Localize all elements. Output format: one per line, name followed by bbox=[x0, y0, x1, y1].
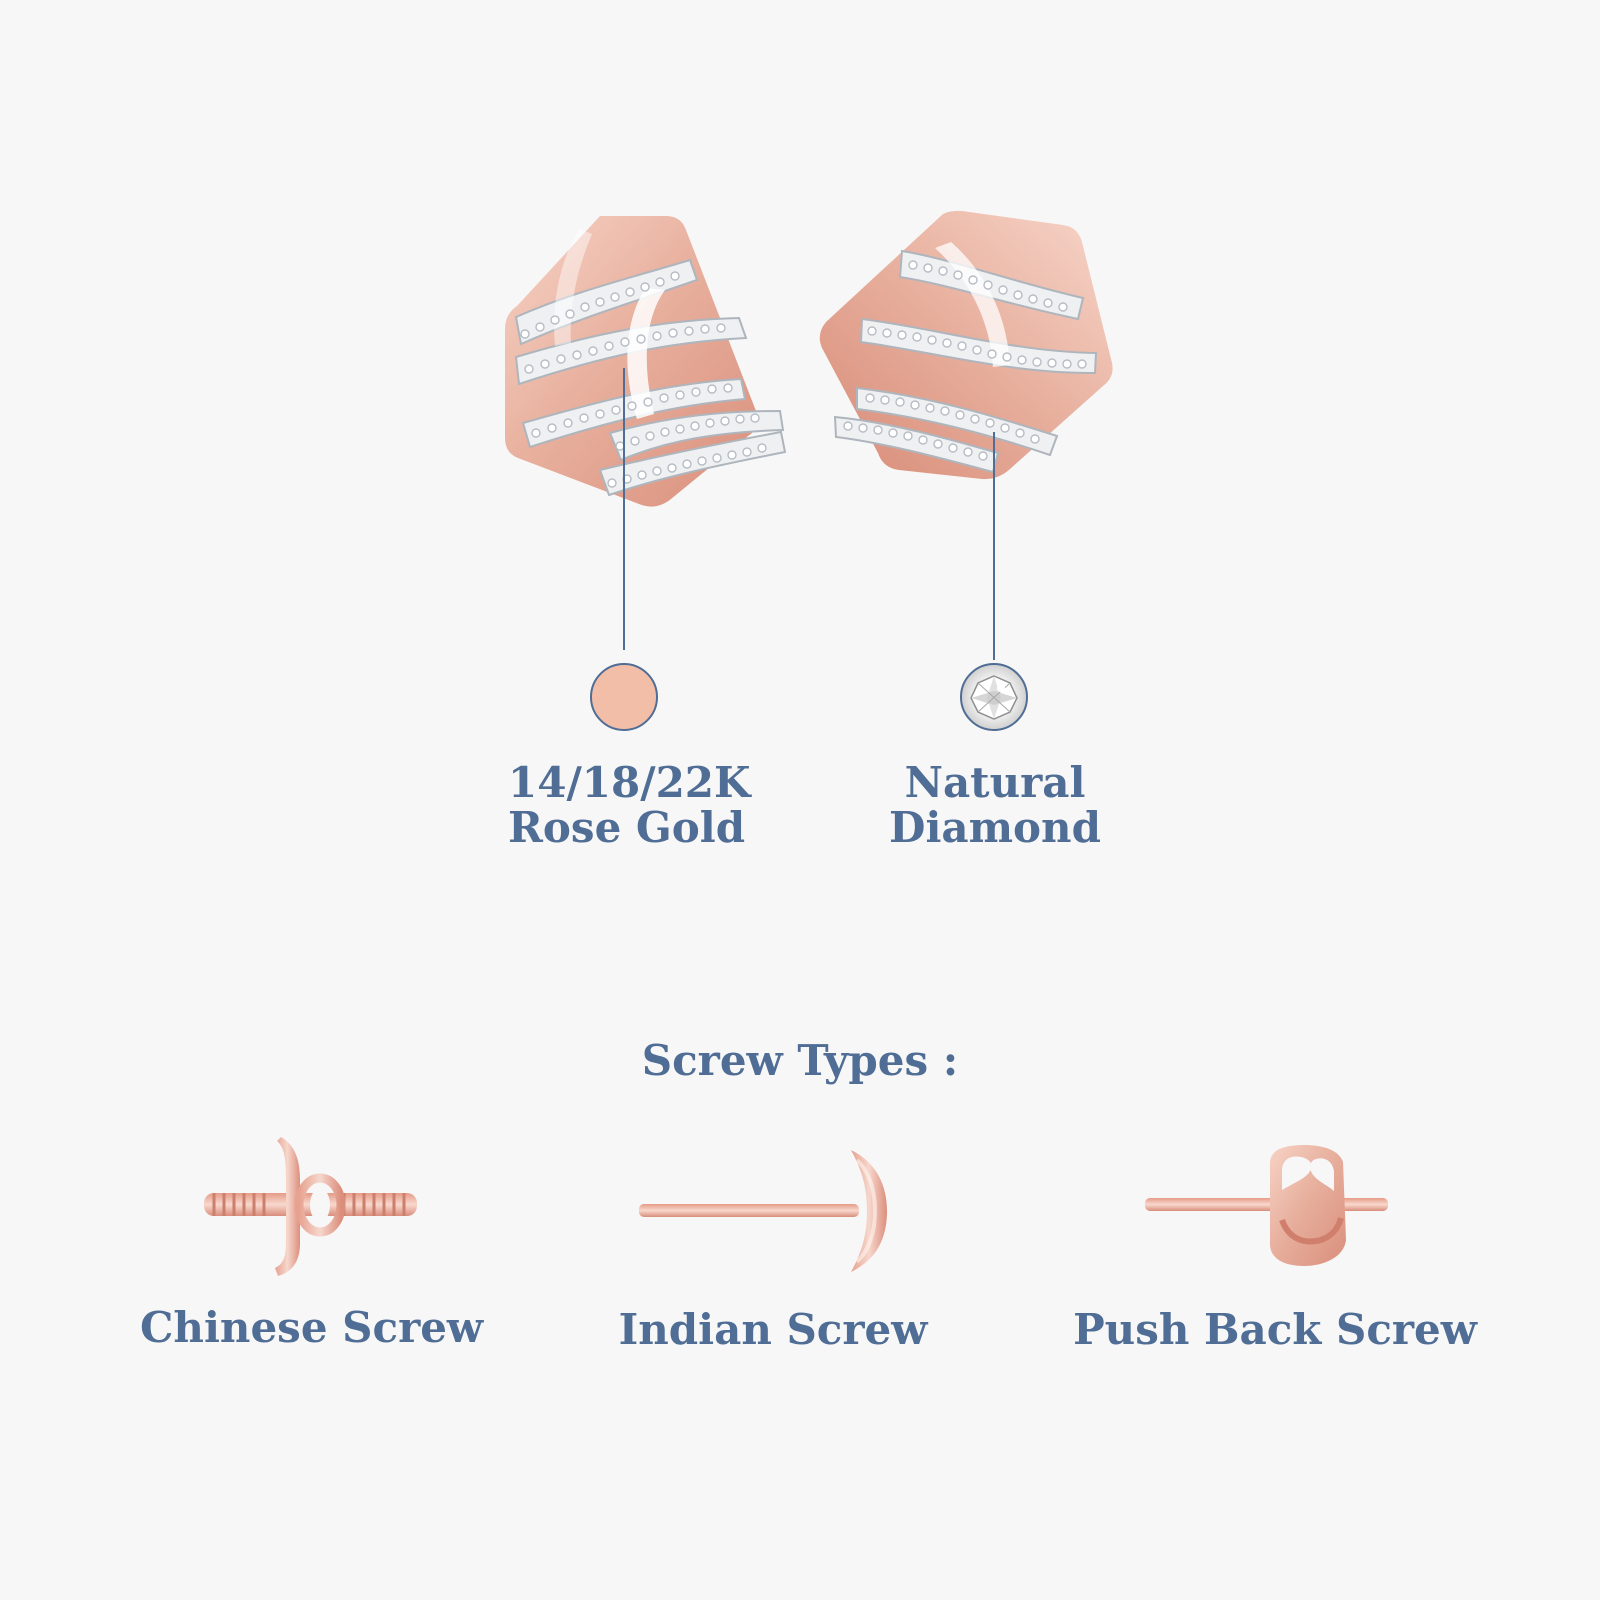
rose-gold-label: 14/18/22K Rose Gold bbox=[508, 758, 751, 853]
rose-gold-swatch-icon bbox=[590, 663, 658, 731]
diamond-label: Natural Diamond bbox=[872, 760, 1118, 851]
diamond-label-line-2: Diamond bbox=[889, 803, 1101, 853]
push-back-screw-label: Push Back Screw bbox=[1073, 1305, 1477, 1354]
diamond-icon bbox=[960, 663, 1028, 731]
screw-types-title: Screw Types : bbox=[641, 1036, 959, 1085]
chinese-screw-label: Chinese Screw bbox=[140, 1303, 484, 1352]
left-earring-image bbox=[505, 216, 787, 507]
indian-screw-icon bbox=[639, 1150, 887, 1272]
right-earring-image bbox=[819, 210, 1113, 480]
rose-gold-label-line-2: Rose Gold bbox=[508, 803, 746, 853]
push-back-screw-icon bbox=[1145, 1145, 1388, 1266]
indian-screw-label: Indian Screw bbox=[618, 1305, 928, 1354]
chinese-screw-icon bbox=[204, 1137, 417, 1276]
diamond-label-line-1: Natural bbox=[904, 758, 1086, 807]
rose-gold-label-line-1: 14/18/22K bbox=[508, 758, 751, 807]
